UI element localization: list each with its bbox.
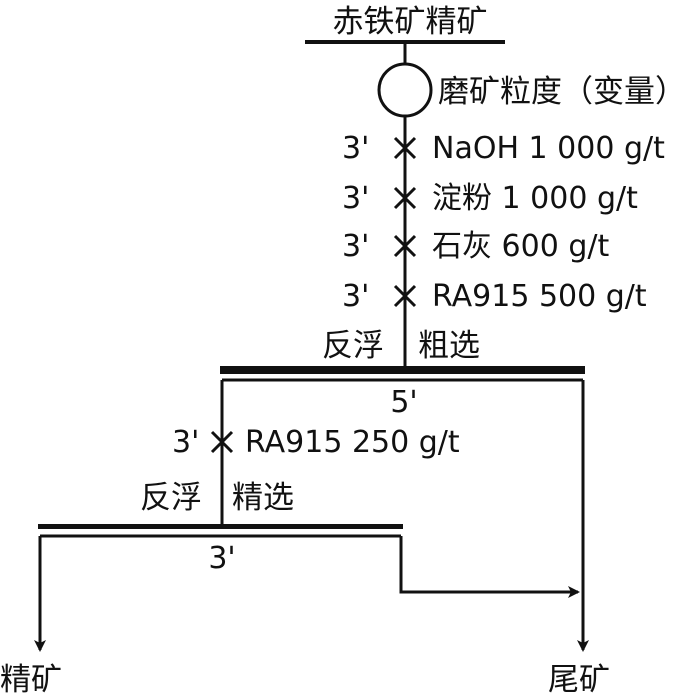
cleaner-bar bbox=[38, 524, 403, 529]
svg-text:3': 3' bbox=[342, 131, 369, 166]
reagent-cross-icon bbox=[393, 234, 417, 258]
reagent-cross-icon bbox=[393, 136, 417, 160]
feed-label: 赤铁矿精矿 bbox=[333, 4, 488, 40]
cleaner-label-left: 反浮 bbox=[140, 480, 202, 516]
reagent-row-lime: 3' 石灰 600 g/t bbox=[342, 229, 609, 264]
concentrate-label: 精矿 bbox=[0, 662, 62, 698]
reagent-row-starch: 3' 淀粉 1 000 g/t bbox=[342, 181, 638, 216]
svg-text:RA915 500 g/t: RA915 500 g/t bbox=[432, 279, 647, 314]
reagent-cross-icon bbox=[393, 186, 417, 210]
svg-text:3': 3' bbox=[342, 181, 369, 216]
cleaner-reagent-time: 3' bbox=[172, 425, 199, 460]
grinding-circle bbox=[377, 62, 433, 118]
svg-text:NaOH 1 000 g/t: NaOH 1 000 g/t bbox=[432, 131, 665, 166]
svg-text:3': 3' bbox=[342, 229, 369, 264]
grinding-label: 磨矿粒度（变量） bbox=[438, 74, 686, 110]
cleaner-tailings-arrow bbox=[399, 536, 580, 598]
reagent-cross-icon bbox=[210, 430, 234, 454]
cleaner-time: 3' bbox=[208, 541, 235, 576]
rougher-label-left: 反浮 bbox=[322, 328, 384, 364]
cleaner-label-right: 精选 bbox=[232, 480, 294, 516]
reagent-row-naoh: 3' NaOH 1 000 g/t bbox=[342, 131, 665, 166]
svg-text:3': 3' bbox=[342, 279, 369, 314]
rougher-label-right: 粗选 bbox=[418, 328, 480, 364]
tailings-label: 尾矿 bbox=[548, 662, 610, 698]
cleaner-reagent: RA915 250 g/t bbox=[245, 425, 460, 460]
rougher-bar bbox=[220, 366, 585, 374]
reagent-row-ra915: 3' RA915 500 g/t bbox=[342, 279, 647, 314]
rougher-time: 5' bbox=[390, 385, 417, 420]
svg-text:淀粉 1 000 g/t: 淀粉 1 000 g/t bbox=[432, 181, 638, 216]
svg-text:石灰 600 g/t: 石灰 600 g/t bbox=[432, 229, 609, 264]
reagent-cross-icon bbox=[393, 284, 417, 308]
